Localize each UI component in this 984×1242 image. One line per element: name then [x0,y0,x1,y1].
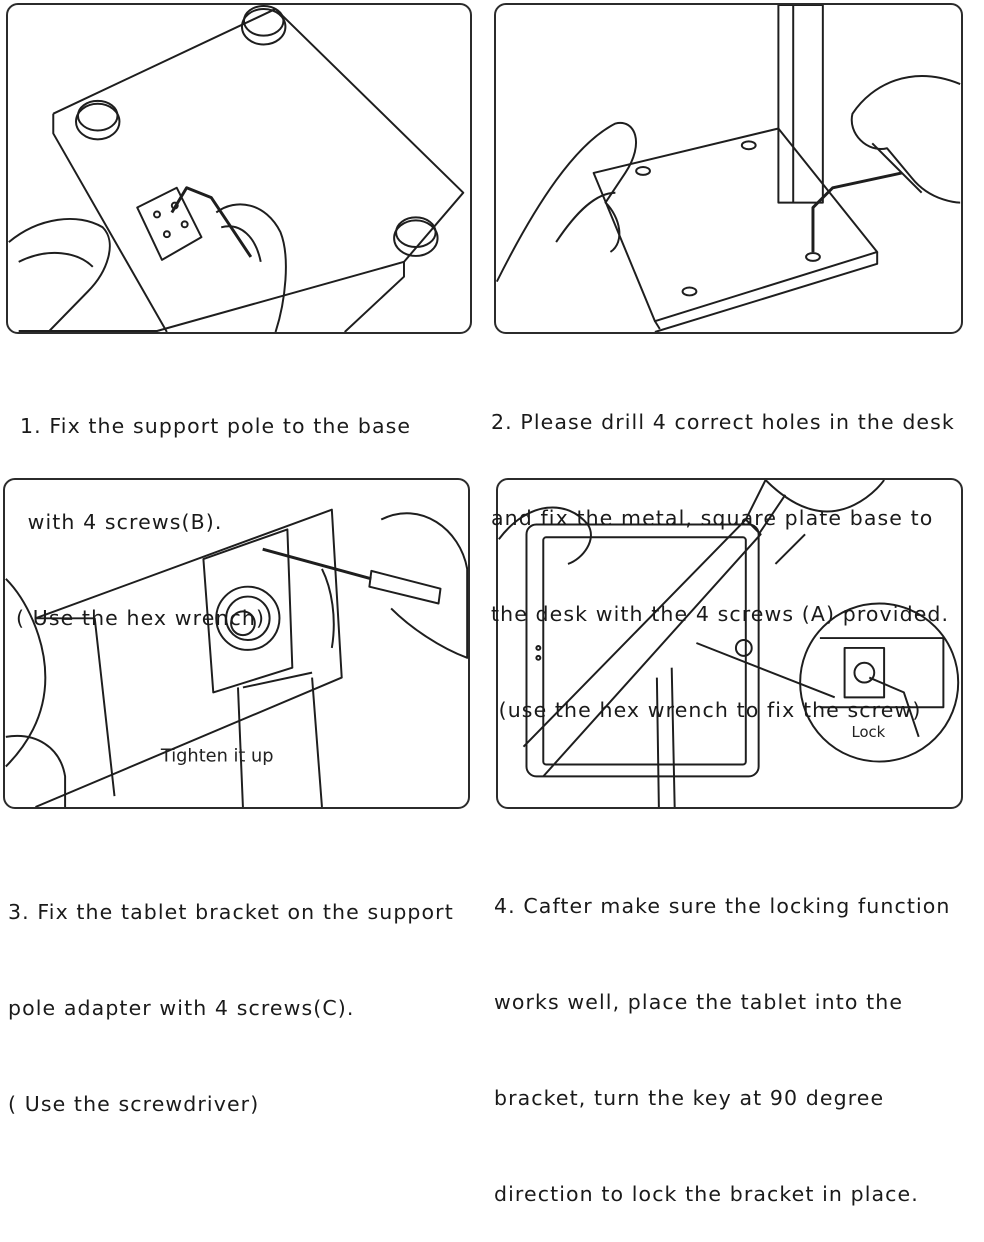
caption-line: with 4 screws(B). [20,510,223,534]
step-1-illustration [6,3,472,334]
caption-line: and fix the metal, square plate base to [491,506,934,530]
tighten-label: Tighten it up [160,746,274,767]
caption-line: direction to lock the bracket in place. [494,1182,919,1206]
step-4-illustration: Lock [496,478,963,809]
caption-line: the desk with the 4 screws (A) provided. [491,602,950,626]
step-4-caption: 4. Cafter make sure the locking function… [494,826,950,1242]
caption-line: works well, place the tablet into the [494,990,904,1014]
caption-line: bracket, turn the key at 90 degree [494,1086,885,1110]
caption-line: pole adapter with 4 screws(C). [8,996,355,1020]
desk-plate-drawing [496,5,961,332]
lock-label: Lock [852,724,886,741]
step-1-caption: 1. Fix the support pole to the base with… [16,346,412,666]
step-3-caption: 3. Fix the tablet bracket on the support… [8,832,454,1152]
tablet-lock-drawing: Lock [498,480,960,807]
bracket-screwdriver-drawing: Tighten it up [5,508,468,807]
step-3-illustration: Tighten it up [3,478,470,809]
caption-line: 3. Fix the tablet bracket on the support [8,900,454,924]
caption-line: 2. Please drill 4 correct holes in the d… [491,410,955,434]
caption-line: ( Use the hex wrench) [16,606,266,630]
caption-line: 1. Fix the support pole to the base [20,414,412,438]
caption-line: 4. Cafter make sure the locking function [494,894,951,918]
caption-line: ( Use the screwdriver) [8,1092,260,1116]
step-2-caption: 2. Please drill 4 correct holes in the d… [491,342,955,758]
base-plate-drawing [8,5,465,332]
caption-line: (use the hex wrench to fix the screw) [491,698,922,722]
step-2-illustration [494,3,963,334]
